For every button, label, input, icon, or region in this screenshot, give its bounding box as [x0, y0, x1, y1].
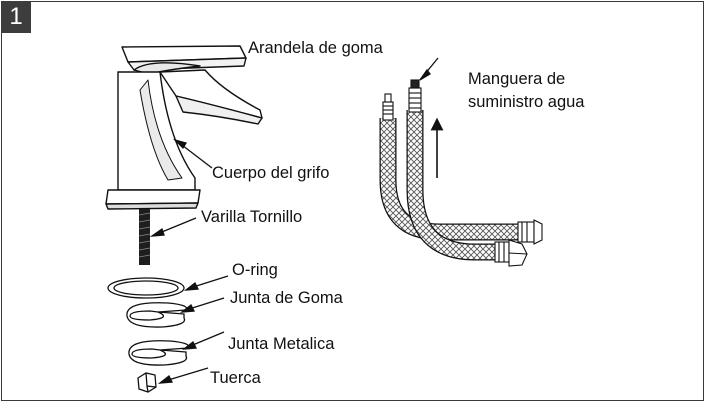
label-rubber-gasket: Junta de Goma [230, 289, 344, 307]
threaded-rod-illustration [138, 209, 151, 265]
leader-lines [149, 57, 439, 384]
o-ring-illustration [107, 277, 185, 299]
label-o-ring: O-ring [232, 261, 278, 279]
metal-gasket-illustration [128, 340, 190, 366]
label-supply-hose-line2: suministro agua [468, 93, 585, 111]
rubber-gasket-illustration [126, 302, 188, 328]
supply-hoses-illustration [379, 79, 543, 267]
label-nut: Tuerca [210, 369, 262, 387]
faucet-illustration [105, 45, 263, 210]
label-threaded-rod: Varilla Tornillo [201, 208, 302, 226]
label-rubber-washer: Arandela de goma [248, 39, 384, 57]
step-number-badge: 1 [1, 1, 31, 33]
label-metal-gasket: Junta Metalica [228, 335, 335, 353]
label-supply-hose-line1: Manguera de [468, 70, 565, 88]
nut-illustration [137, 372, 157, 393]
label-faucet-body: Cuerpo del grifo [212, 164, 329, 182]
